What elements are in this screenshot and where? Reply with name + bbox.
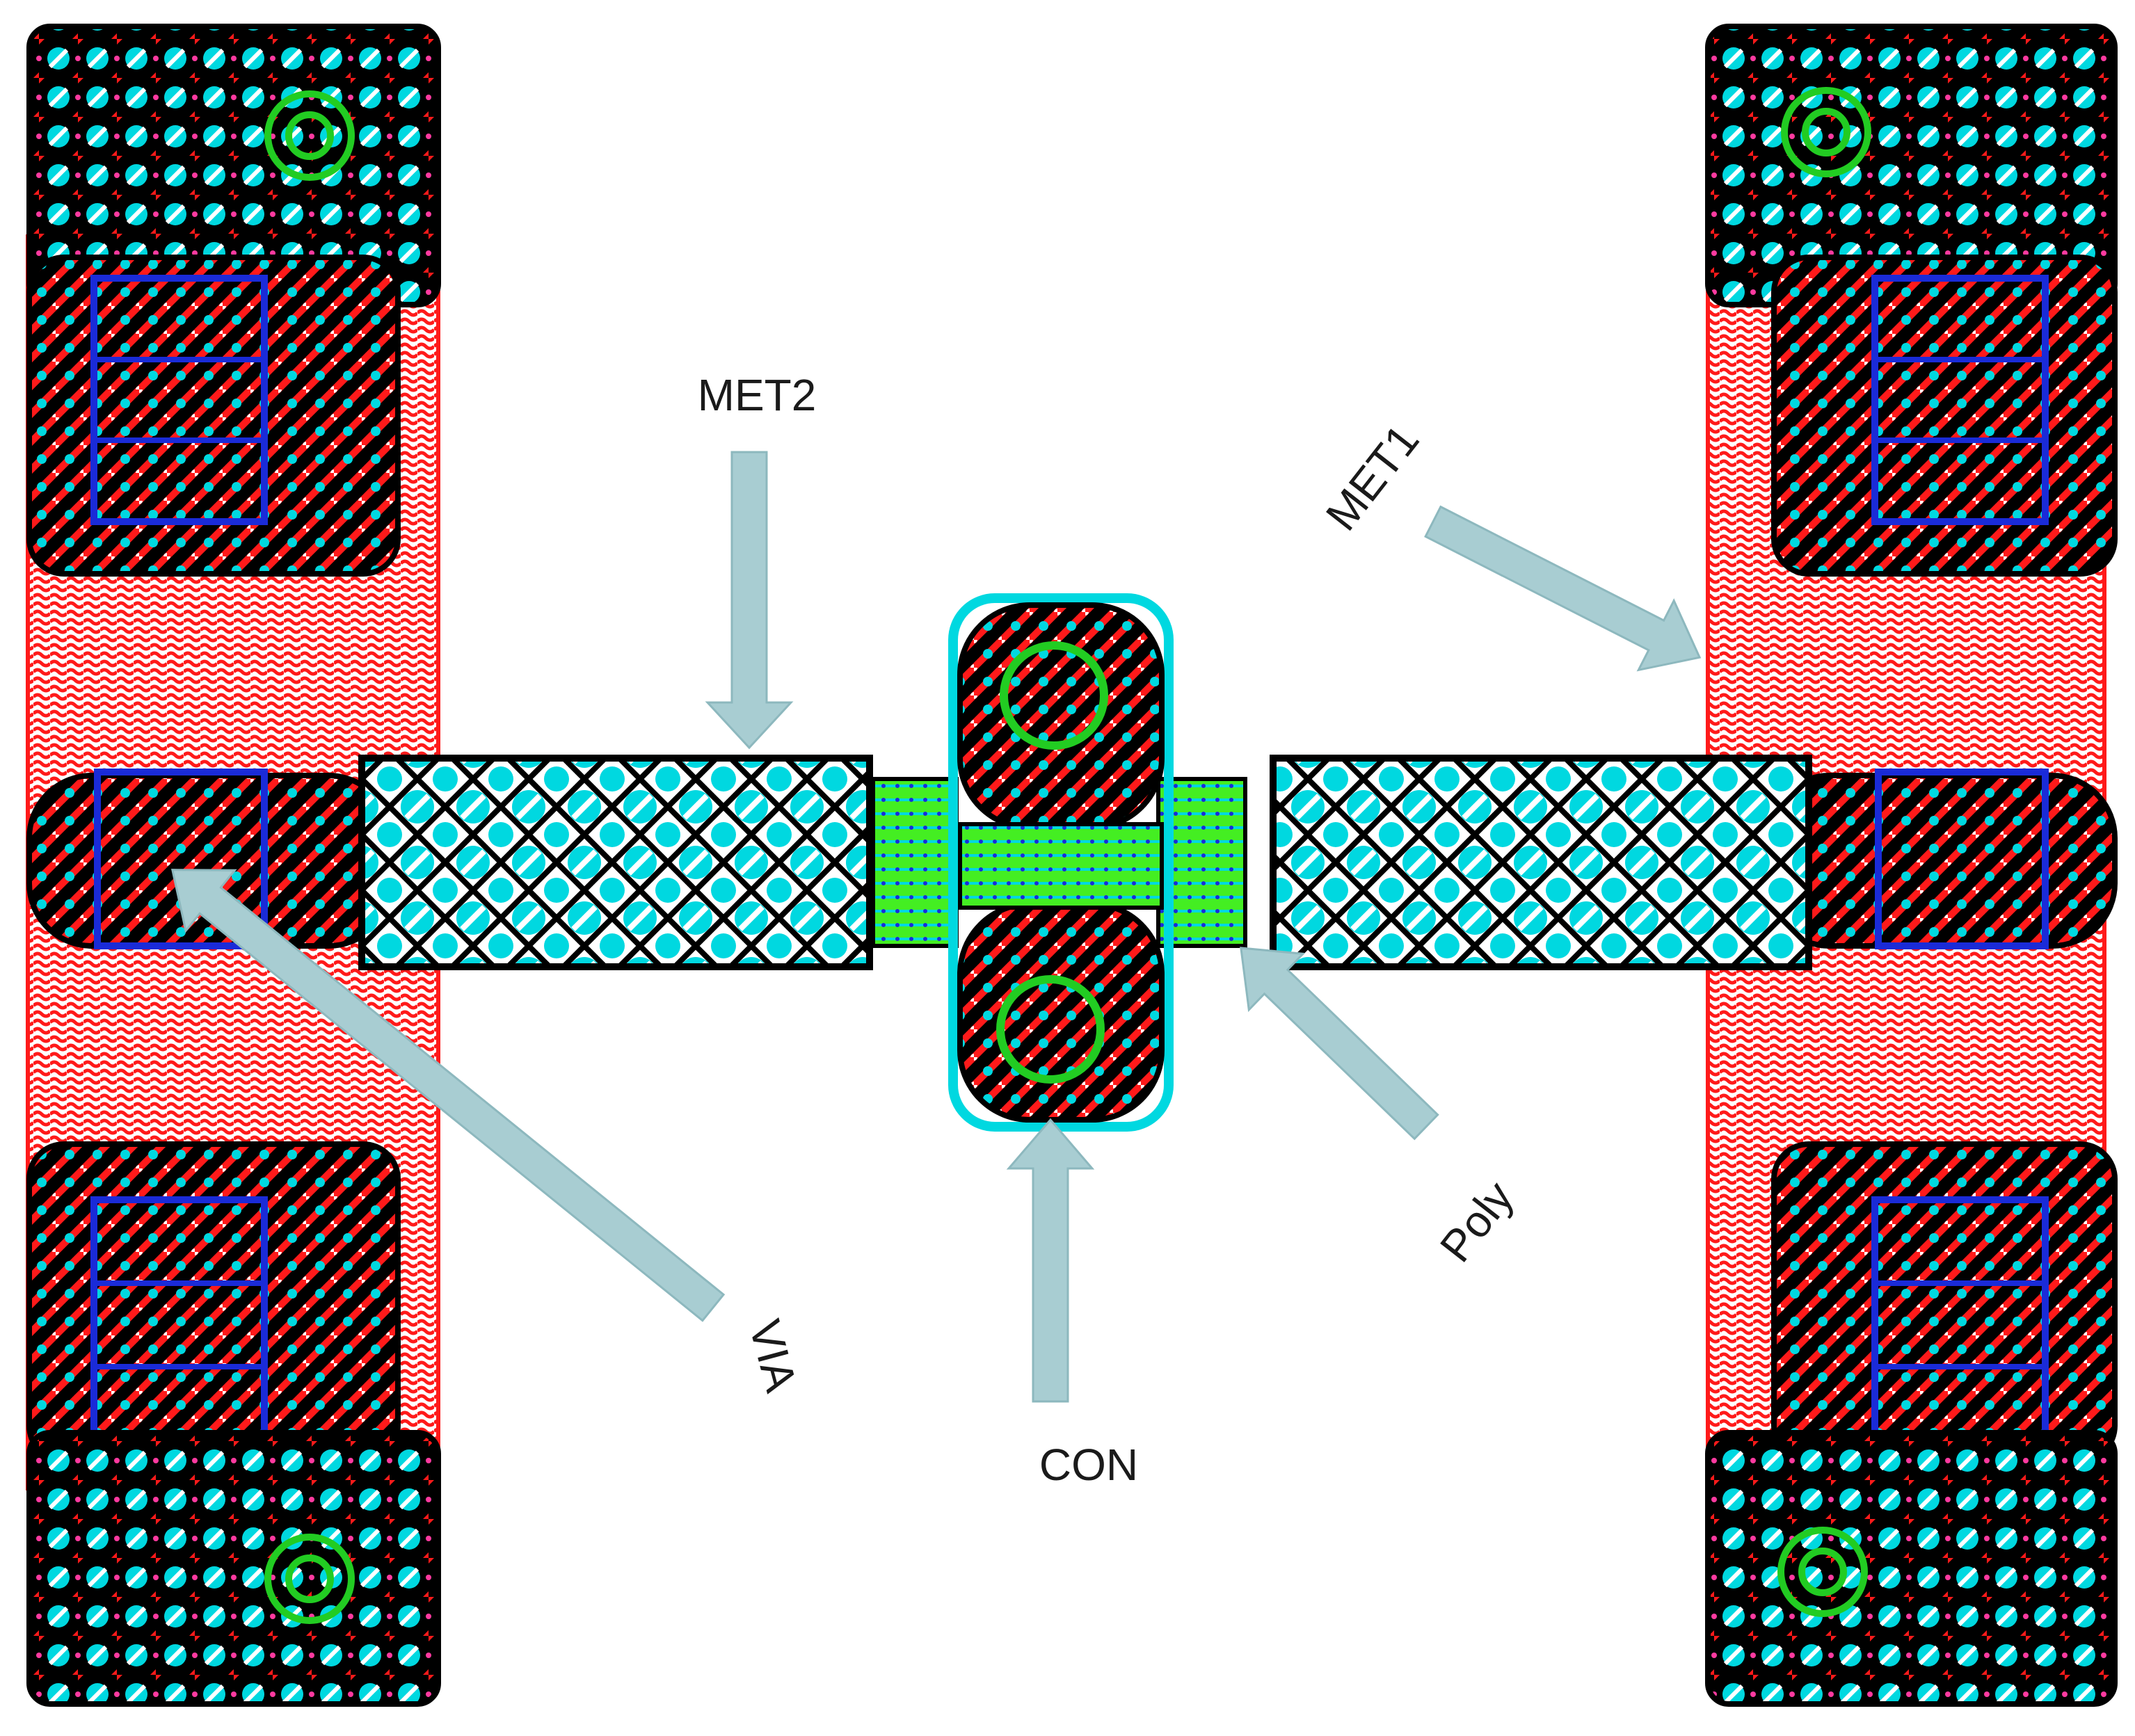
right-bottom-pad: [1705, 1430, 2118, 1707]
bottom-contact-block: [957, 901, 1165, 1123]
met1-arrow-icon: [1424, 505, 1702, 672]
right-upper-via: [1871, 275, 2049, 525]
center-device: [871, 593, 1247, 1132]
con-arrow-icon: [1006, 1118, 1095, 1403]
channel-region: [958, 822, 1164, 910]
met2-arrow-icon: [705, 451, 794, 750]
center-cell-outline: [948, 593, 1174, 1132]
left-top-contact-icon: [264, 90, 355, 181]
top-contact-block: [957, 602, 1165, 830]
left-upper-block: [26, 255, 401, 577]
right-met2-bar: [1270, 755, 1812, 970]
right-middle-block: [1764, 773, 2118, 949]
via-arrow-icon: [170, 869, 726, 1322]
top-contact-ring: [1000, 641, 1108, 750]
right-middle-via: [1875, 769, 2049, 949]
left-met2-bar: [358, 755, 873, 970]
con-label: CON: [1039, 1440, 1138, 1490]
right-top-contact-icon: [1781, 87, 1871, 177]
left-poly-gate: [871, 777, 959, 948]
left-lower-block: [26, 1141, 401, 1463]
via-label: VIA: [739, 1315, 806, 1397]
poly-label: Poly: [1430, 1172, 1523, 1271]
left-rail: [26, 24, 441, 1707]
left-bottom-pad: [26, 1430, 441, 1707]
bottom-contact-ring: [996, 975, 1105, 1084]
right-bottom-contact-icon: [1777, 1527, 1868, 1617]
left-bottom-contact-icon: [264, 1534, 355, 1624]
right-lower-block: [1771, 1141, 2118, 1463]
met2-label: MET2: [698, 370, 817, 420]
poly-arrow-icon: [1240, 947, 1439, 1141]
right-upper-block: [1771, 255, 2118, 577]
left-upper-via: [90, 275, 268, 525]
left-middle-via: [94, 769, 268, 949]
met1-label: MET1: [1316, 415, 1429, 540]
